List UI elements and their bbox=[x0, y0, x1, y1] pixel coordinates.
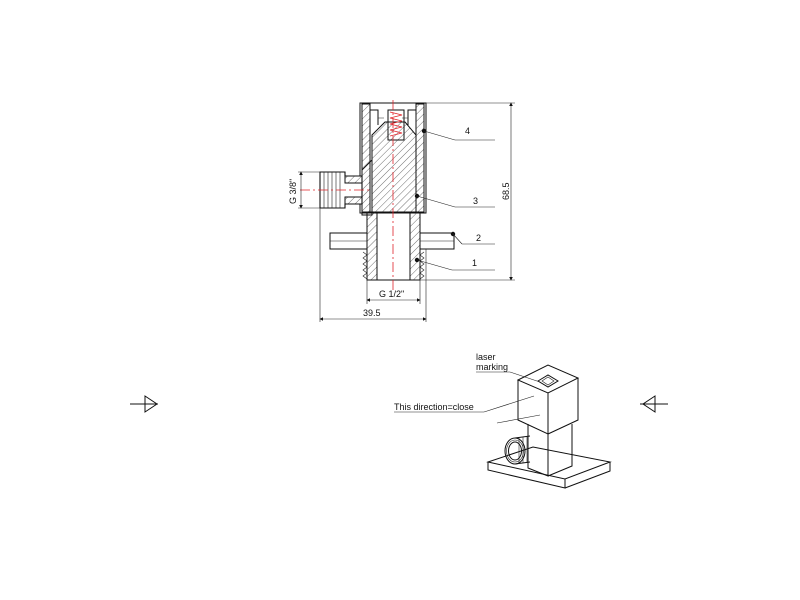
note-laser-line1: laser bbox=[476, 352, 496, 362]
section-arrow-right bbox=[640, 395, 668, 413]
note-laser-line2: marking bbox=[476, 362, 508, 372]
dim-inlet-thread: G 1/2" bbox=[379, 289, 404, 299]
spindle-core bbox=[371, 121, 417, 213]
part-label-4: 4 bbox=[465, 126, 470, 136]
dim-height: 68.5 bbox=[501, 182, 511, 200]
spring bbox=[389, 111, 403, 137]
isometric-view: laser marking This direction=close bbox=[394, 352, 612, 489]
note-direction: This direction=close bbox=[394, 402, 474, 412]
dim-width: 39.5 bbox=[363, 308, 381, 318]
handle-top bbox=[516, 364, 580, 394]
dim-outlet-thread: G 3/8" bbox=[288, 179, 298, 204]
section-arrow-left bbox=[130, 395, 158, 413]
part-label-1: 1 bbox=[472, 258, 477, 268]
section-view: 4 3 2 1 68.5 39.5 G 1/2" G 3/8" bbox=[288, 100, 515, 322]
part-label-3: 3 bbox=[473, 196, 478, 206]
part-label-2: 2 bbox=[476, 233, 481, 243]
